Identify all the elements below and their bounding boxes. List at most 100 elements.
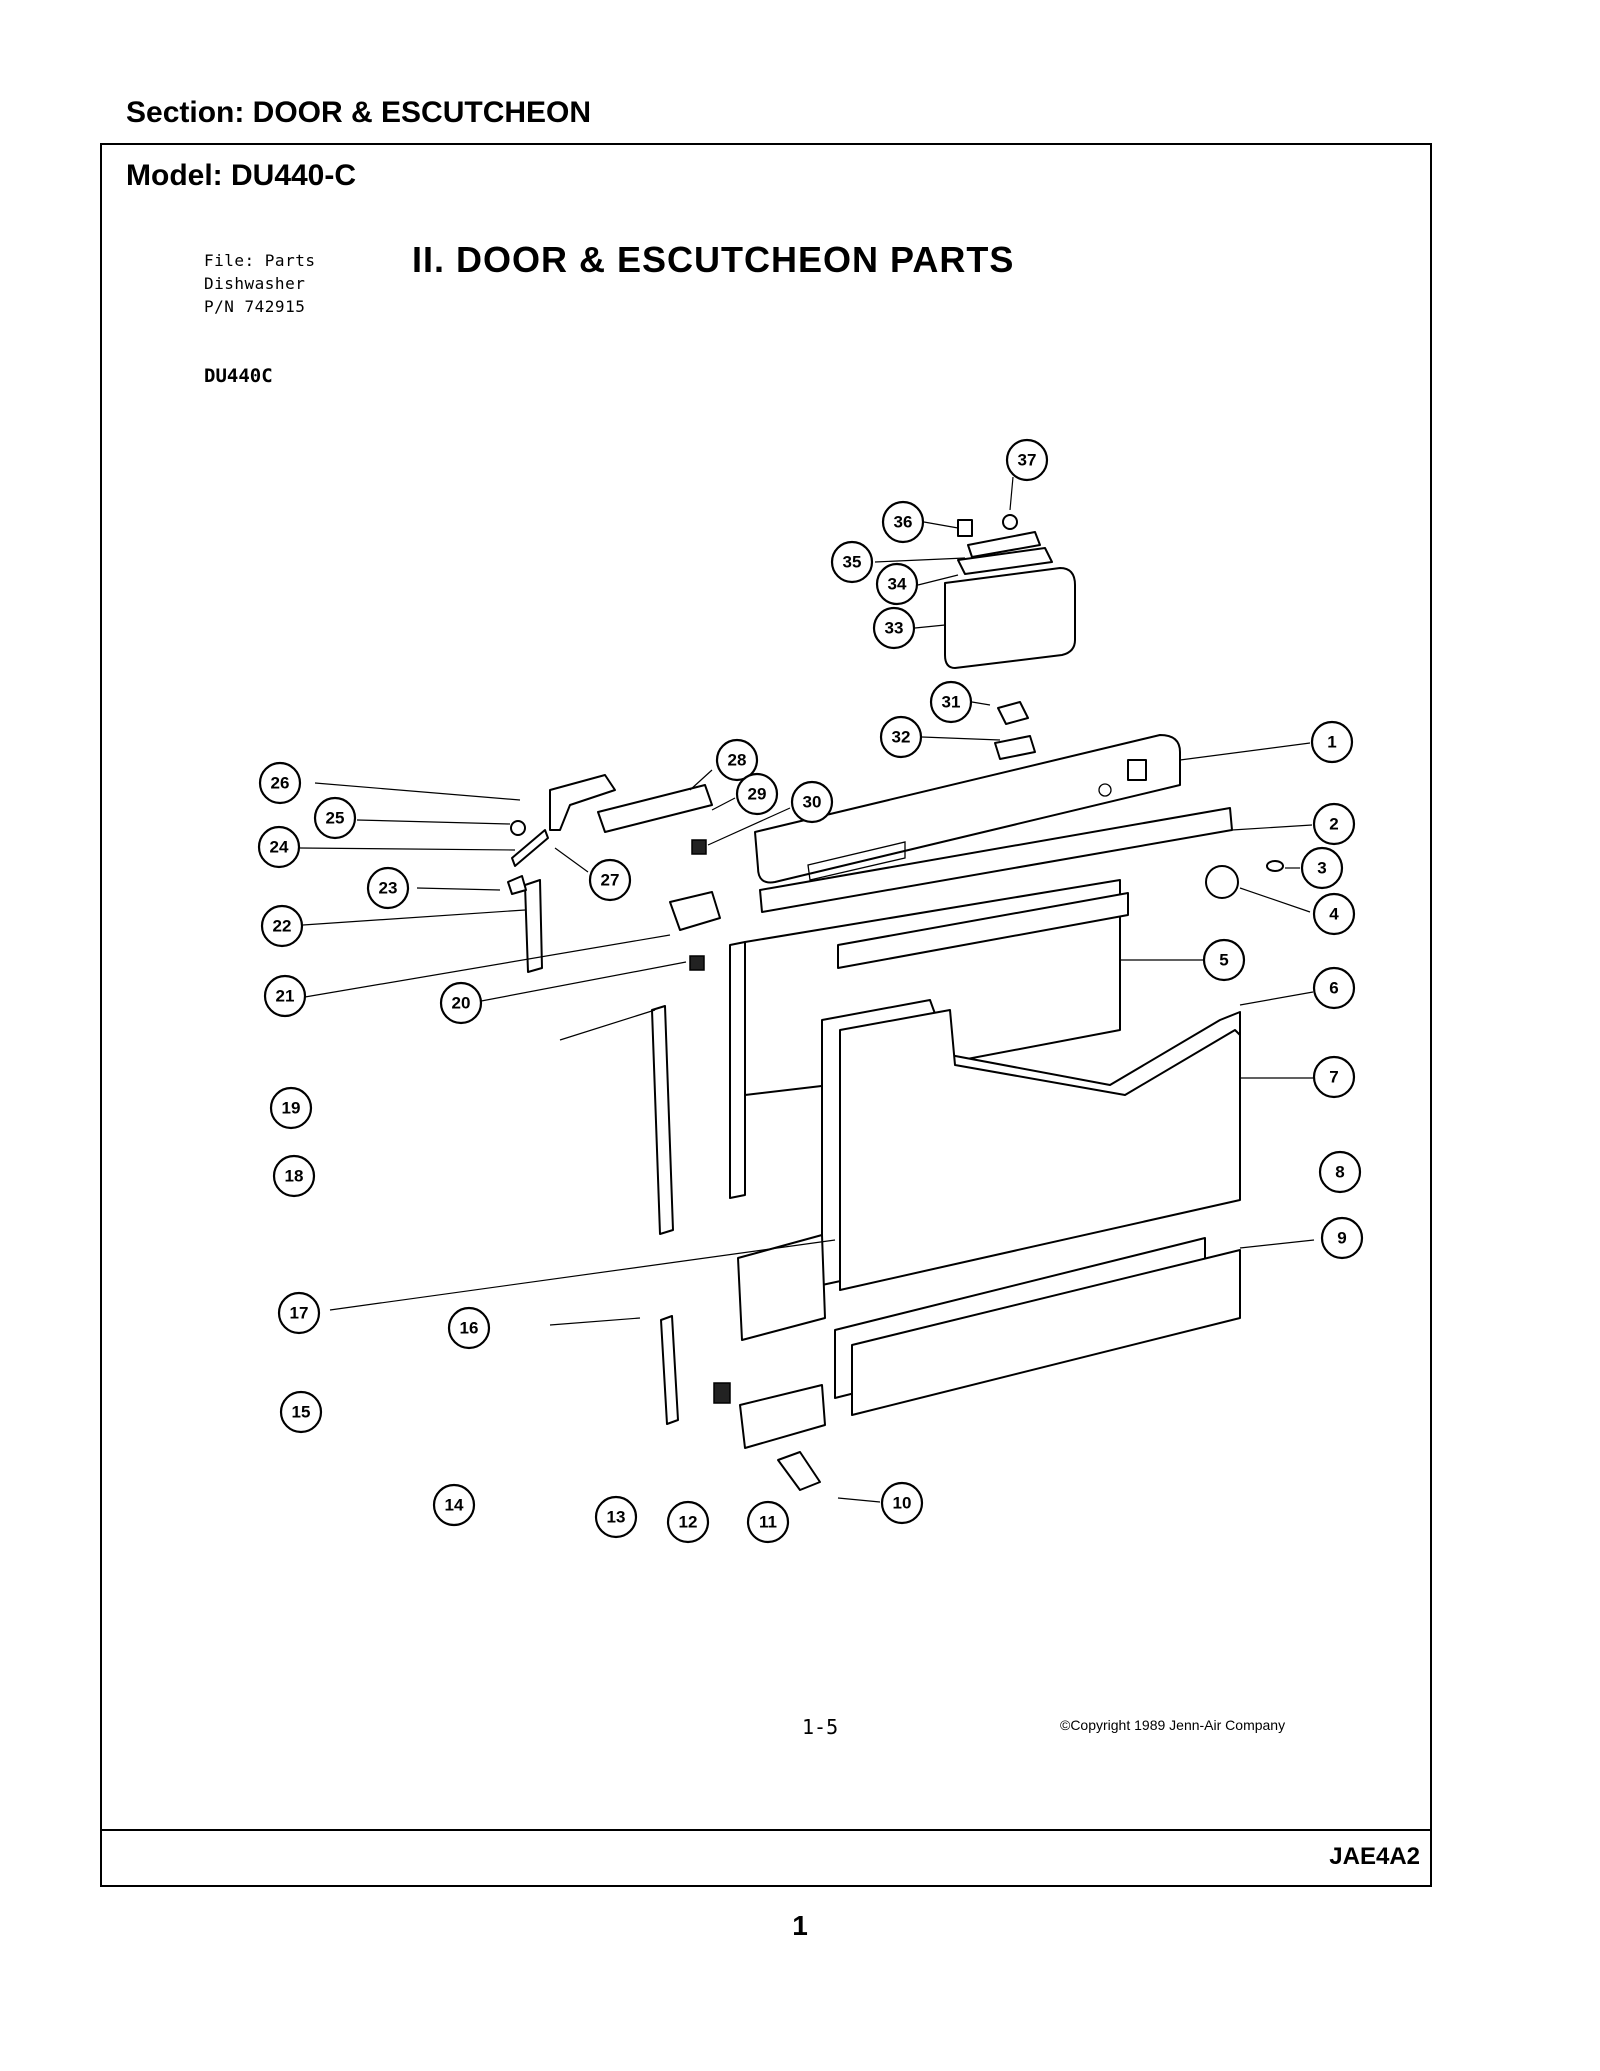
file-info-line: P/N 742915: [204, 297, 306, 316]
svg-text:5: 5: [1219, 951, 1228, 970]
svg-text:14: 14: [445, 1496, 464, 1515]
model-title: Model: DU440-C: [126, 159, 357, 192]
callout-7: 7: [1312, 1055, 1356, 1099]
svg-text:10: 10: [893, 1494, 912, 1513]
callout-13: 13: [594, 1495, 638, 1539]
svg-text:7: 7: [1329, 1068, 1338, 1087]
svg-text:23: 23: [379, 879, 398, 898]
callout-1: 1: [1310, 720, 1354, 764]
svg-text:4: 4: [1329, 905, 1339, 924]
svg-text:33: 33: [885, 619, 904, 638]
callout-32: 32: [879, 715, 923, 759]
svg-text:13: 13: [607, 1508, 626, 1527]
part-door-liner: [729, 941, 746, 1199]
callout-5: 5: [1202, 938, 1246, 982]
part-control-cover: [944, 514, 1076, 669]
svg-text:9: 9: [1337, 1229, 1346, 1248]
svg-text:31: 31: [942, 693, 961, 712]
callout-31: 31: [929, 680, 973, 724]
part-bottom-channel: [737, 1234, 826, 1341]
callout-9: 9: [1320, 1216, 1364, 1260]
svg-text:32: 32: [892, 728, 911, 747]
part-latch-bumper: [510, 820, 526, 836]
svg-text:3: 3: [1317, 859, 1326, 878]
svg-text:26: 26: [271, 774, 290, 793]
part-latch-clip: [689, 955, 705, 971]
callout-24: 24: [257, 825, 301, 869]
callout-8: 8: [1318, 1150, 1362, 1194]
svg-text:34: 34: [888, 575, 907, 594]
callout-3: 3: [1300, 846, 1344, 890]
svg-text:11: 11: [759, 1513, 777, 1532]
part-side-rail-left: [651, 1005, 674, 1235]
callout-30: 30: [790, 780, 834, 824]
callout-18: 18: [272, 1154, 316, 1198]
svg-text:1: 1: [1327, 733, 1336, 752]
svg-text:6: 6: [1329, 979, 1338, 998]
callout-2: 2: [1312, 802, 1356, 846]
part-vent-strip: [837, 892, 1129, 969]
callout-11: 11: [746, 1500, 790, 1544]
part-door-handle: [524, 879, 543, 973]
callout-10: 10: [880, 1481, 924, 1525]
part-latch-arm: [511, 829, 549, 867]
callout-4: 4: [1312, 892, 1356, 936]
part-hinge-plate: [777, 1451, 821, 1491]
callout-12: 12: [666, 1500, 710, 1544]
part-latch-cam: [507, 875, 527, 895]
callout-27: 27: [588, 858, 632, 902]
part-knob-clip: [1266, 860, 1284, 872]
page-ref: 1-5: [802, 1715, 839, 1739]
file-info: File: Parts Dishwasher P/N 742915: [204, 249, 315, 318]
part-side-rail-lower: [660, 1315, 679, 1425]
svg-text:17: 17: [290, 1304, 309, 1323]
svg-text:30: 30: [803, 793, 822, 812]
callout-29: 29: [735, 772, 779, 816]
part-hinge-block: [713, 1382, 731, 1404]
svg-text:36: 36: [894, 513, 913, 532]
callout-20: 20: [439, 981, 483, 1025]
callout-34: 34: [875, 562, 919, 606]
page-number: 1: [792, 1910, 808, 1941]
part-latch: [549, 774, 616, 831]
svg-text:19: 19: [282, 1099, 301, 1118]
part-latch-bracket: [669, 891, 721, 931]
callout-22: 22: [260, 904, 304, 948]
part-door-panel-outer: [839, 1009, 1241, 1291]
part-knob: [1205, 865, 1239, 899]
doc-code: DU440C: [204, 365, 273, 387]
svg-text:16: 16: [460, 1319, 479, 1338]
file-info-line: File: Parts: [204, 251, 316, 270]
callout-15: 15: [279, 1390, 323, 1434]
part-kick-panel-front: [851, 1249, 1241, 1416]
callout-21: 21: [263, 974, 307, 1018]
svg-text:28: 28: [728, 751, 747, 770]
section-title: Section: DOOR & ESCUTCHEON: [126, 96, 592, 129]
callout-17: 17: [277, 1291, 321, 1335]
footer-code: JAE4A2: [1329, 1843, 1420, 1870]
callout-23: 23: [366, 866, 410, 910]
svg-text:35: 35: [843, 553, 862, 572]
callout-19: 19: [269, 1086, 313, 1130]
file-info-line: Dishwasher: [204, 274, 306, 293]
svg-text:25: 25: [326, 809, 345, 828]
callout-26: 26: [258, 761, 302, 805]
svg-text:12: 12: [679, 1513, 698, 1532]
callout-37: 37: [1005, 438, 1049, 482]
part-bottom-bracket: [739, 1384, 826, 1449]
svg-text:20: 20: [452, 994, 471, 1013]
leader-lines: [299, 476, 1315, 1503]
svg-text:15: 15: [292, 1403, 311, 1422]
copyright-notice: ©Copyright 1989 Jenn-Air Company: [1060, 1717, 1286, 1733]
svg-text:29: 29: [748, 785, 767, 804]
part-latch-plate: [597, 784, 713, 833]
callout-33: 33: [872, 606, 916, 650]
content-frame: Model: DU440-C File: Parts Dishwasher P/…: [100, 143, 1432, 1887]
callout-25: 25: [313, 796, 357, 840]
svg-text:21: 21: [276, 987, 295, 1006]
callout-36: 36: [881, 500, 925, 544]
svg-text:27: 27: [601, 871, 620, 890]
callout-28: 28: [715, 738, 759, 782]
callout-35: 35: [830, 540, 874, 584]
callout-14: 14: [432, 1483, 476, 1527]
